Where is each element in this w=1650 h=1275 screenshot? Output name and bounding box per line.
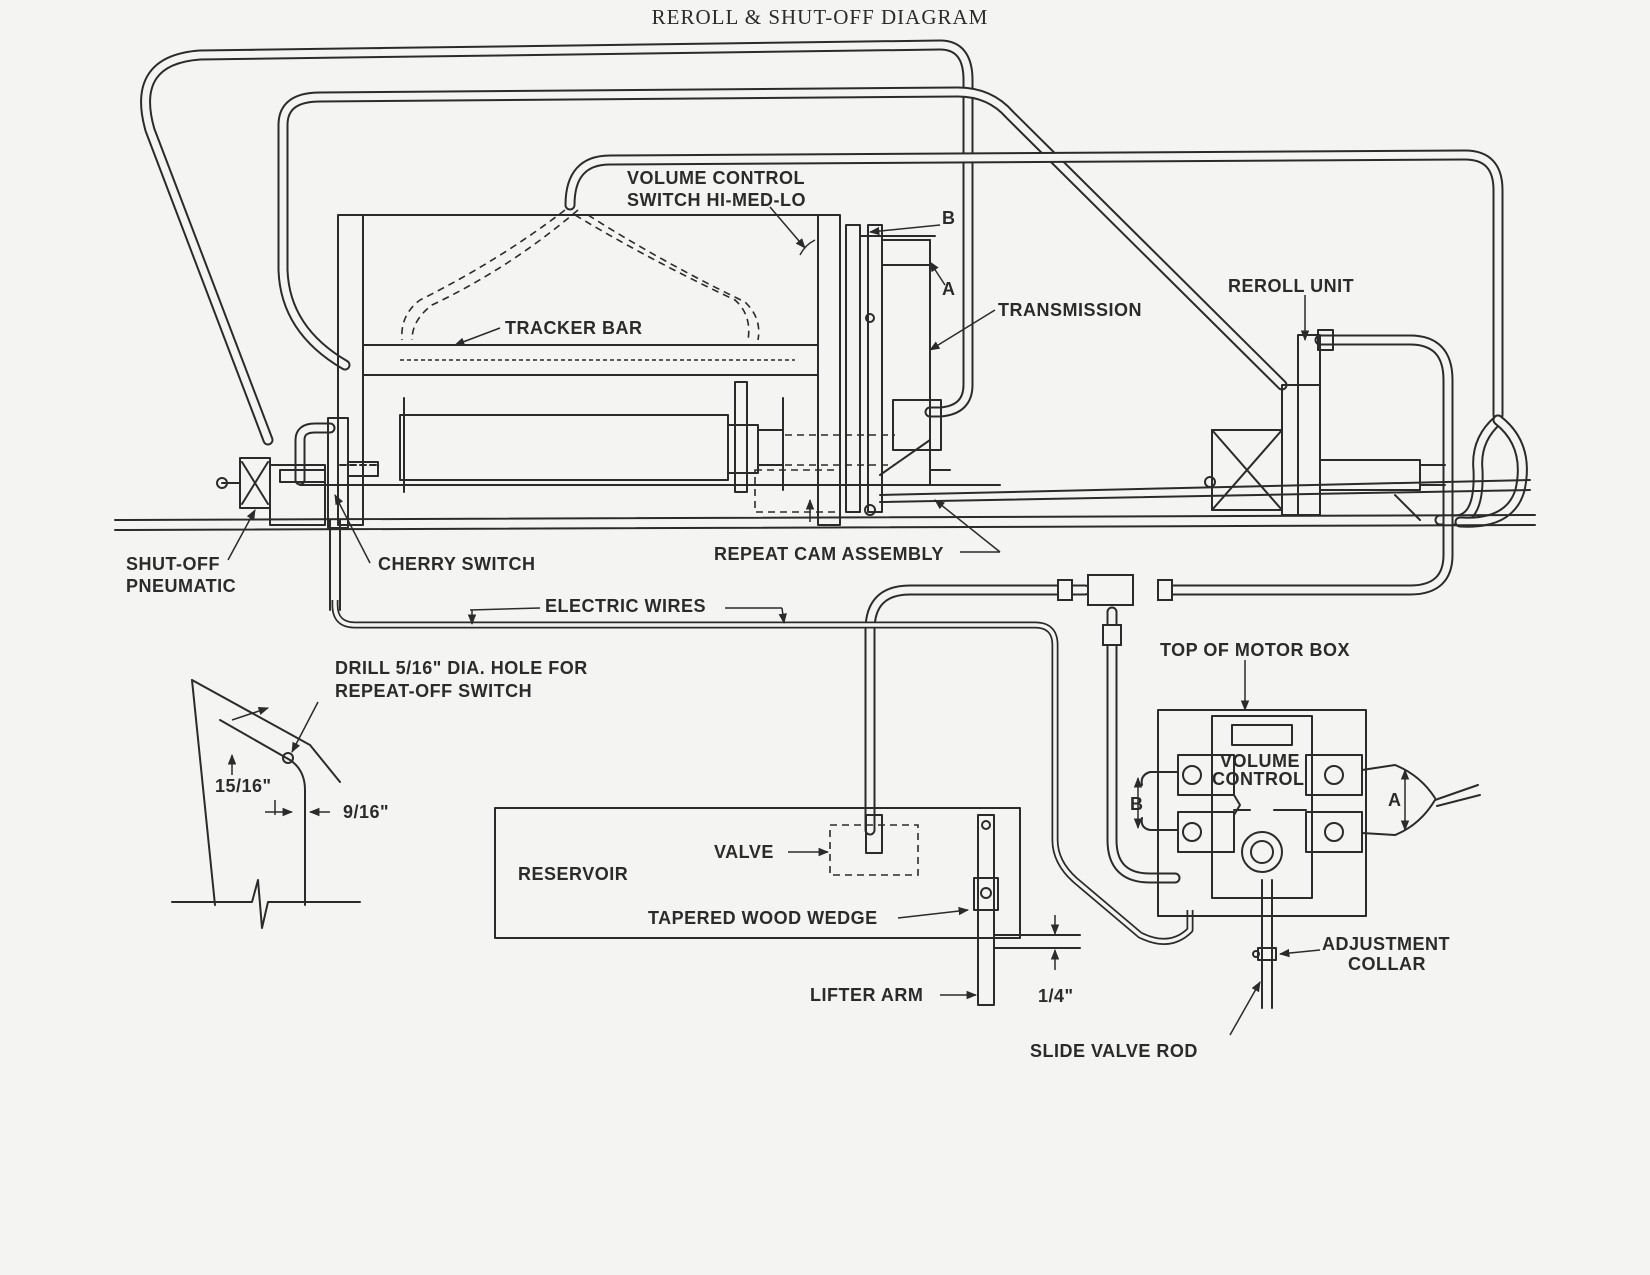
label-reroll-unit: REROLL UNIT xyxy=(1228,276,1354,296)
reservoir xyxy=(494,807,1081,1006)
label-volume-control-switch-1: VOLUME CONTROL xyxy=(627,168,805,188)
label-dim-1-4: 1/4" xyxy=(1038,986,1074,1006)
tee-fitting xyxy=(1057,574,1173,646)
label-lifter-arm: LIFTER ARM xyxy=(810,985,923,1005)
label-cherry-switch: CHERRY SWITCH xyxy=(378,554,536,574)
label-adjustment-collar-2: COLLAR xyxy=(1348,954,1426,974)
label-dim-9-16: 9/16" xyxy=(343,802,389,822)
label-marker-a-top: A xyxy=(942,279,956,299)
label-volume-control-switch-2: SWITCH HI-MED-LO xyxy=(627,190,806,210)
label-marker-b-box: B xyxy=(1130,794,1144,814)
label-shut-off-pneumatic-1: SHUT-OFF xyxy=(126,554,220,574)
label-transmission: TRANSMISSION xyxy=(998,300,1142,320)
cherry-switch xyxy=(327,417,379,611)
leader-lines xyxy=(227,206,1321,1036)
label-repeat-cam-assembly: REPEAT CAM ASSEMBLY xyxy=(714,544,944,564)
label-drill-note-2: REPEAT-OFF SWITCH xyxy=(335,681,532,701)
diagram-title: REROLL & SHUT-OFF DIAGRAM xyxy=(652,5,989,29)
label-dim-15-16: 15/16" xyxy=(215,776,272,796)
label-slide-valve-rod: SLIDE VALVE ROD xyxy=(1030,1041,1198,1061)
electric-wires xyxy=(331,239,1194,945)
label-reservoir: RESERVOIR xyxy=(518,864,628,884)
label-volume-control-1: VOLUME xyxy=(1220,751,1300,771)
label-volume-control-2: CONTROL xyxy=(1212,769,1305,789)
drill-detail xyxy=(171,679,361,929)
label-tracker-bar: TRACKER BAR xyxy=(505,318,643,338)
shut-off-pneumatic xyxy=(216,457,326,526)
spool-frame xyxy=(114,214,1536,531)
reroll-unit xyxy=(1204,329,1446,521)
motor-box xyxy=(1133,709,1481,1009)
label-valve: VALVE xyxy=(714,842,774,862)
label-shut-off-pneumatic-2: PNEUMATIC xyxy=(126,576,236,596)
tracker-bar xyxy=(362,344,819,376)
label-marker-b-top: B xyxy=(942,208,956,228)
tracker-bar-dashed-tubes xyxy=(401,209,760,341)
label-tapered-wood-wedge: TAPERED WOOD WEDGE xyxy=(648,908,878,928)
label-drill-note-1: DRILL 5/16" DIA. HOLE FOR xyxy=(335,658,588,678)
air-tubing xyxy=(140,39,1528,884)
transmission xyxy=(845,224,1531,516)
label-electric-wires: ELECTRIC WIRES xyxy=(545,596,706,616)
label-top-of-motor-box: TOP OF MOTOR BOX xyxy=(1160,640,1350,660)
label-adjustment-collar-1: ADJUSTMENT xyxy=(1322,934,1450,954)
label-marker-a-box: A xyxy=(1388,790,1402,810)
music-roll xyxy=(399,414,729,481)
labels: VOLUME CONTROL SWITCH HI-MED-LO B A TRAC… xyxy=(126,168,1450,1061)
